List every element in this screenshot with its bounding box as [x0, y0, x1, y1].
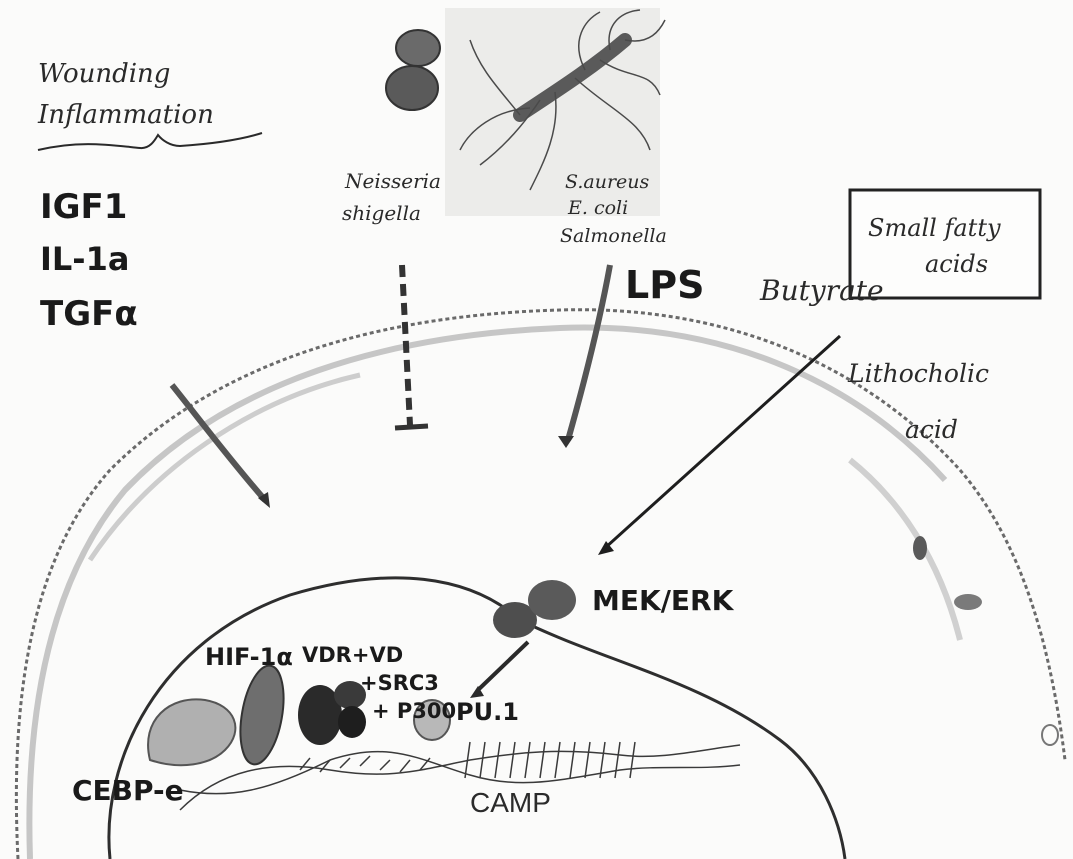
p300-label: + P300: [372, 699, 456, 723]
neisseria-inhibit: [402, 265, 410, 425]
src3-label: +SRC3: [360, 671, 439, 695]
hif-protein: [234, 662, 291, 767]
lithocholic-label: Lithocholic: [847, 359, 989, 388]
tgfa-label: TGFα: [40, 294, 138, 334]
growth-factor-arrow: [172, 385, 265, 500]
mekerk-to-pu1-arrow: [478, 642, 528, 690]
diplococcus-icon: [386, 30, 440, 110]
lps-arrow: [568, 265, 610, 440]
igf1-label: IGF1: [40, 187, 127, 227]
saureus-label: S.aureus: [565, 171, 650, 193]
cebp-protein: [148, 699, 235, 765]
wounding-bracket: [38, 133, 262, 150]
acids-label: acids: [925, 250, 988, 278]
pu1-label: PU.1: [456, 698, 519, 726]
butyrate-arrow: [605, 336, 840, 548]
small-fatty-label: Small fatty: [868, 214, 1001, 242]
acid-label: acid: [905, 415, 958, 444]
hif-label: HIF-1α: [205, 643, 293, 671]
butyrate-label: Butyrate: [759, 274, 884, 307]
ecoli-label: E. coli: [567, 197, 628, 219]
inflammation-label: Inflammation: [37, 100, 214, 130]
salmonella-label: Salmonella: [560, 225, 667, 247]
il1a-label: IL-1a: [40, 240, 129, 278]
vdr-label: VDR+VD: [302, 643, 403, 667]
cebp-label: CEBP-e: [72, 774, 184, 807]
shigella-label: shigella: [342, 201, 421, 225]
neisseria-label: Neisseria: [344, 169, 441, 193]
lps-label: LPS: [625, 263, 704, 307]
vdr-complex: [298, 681, 366, 745]
camp-label: CAMP: [470, 787, 551, 818]
mek-erk-protein: [493, 580, 576, 638]
mekerk-label: MEK/ERK: [592, 584, 735, 617]
wounding-label: Wounding: [38, 59, 170, 89]
